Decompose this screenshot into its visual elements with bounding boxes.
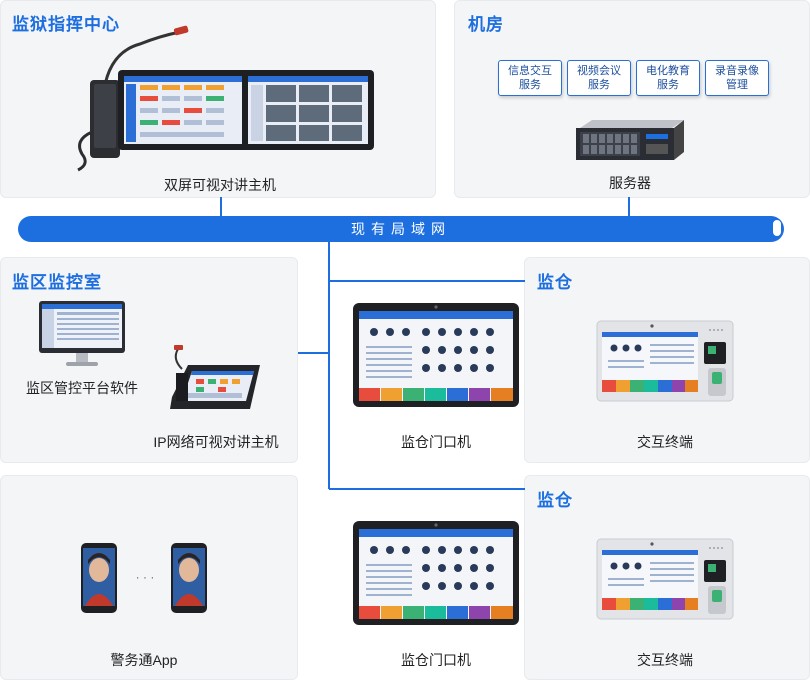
dual-screen-intercom-host — [77, 25, 374, 172]
lan-bus: 现有局域网 — [18, 216, 784, 242]
bus-end-cap — [772, 219, 782, 237]
cell1-door-unit — [353, 303, 519, 407]
phones-ellipsis: · · · — [135, 570, 155, 584]
monitor-room-link — [298, 352, 329, 354]
police-app-label: 警务通App — [110, 652, 178, 668]
dual-screen-host-label: 双屏可视对讲主机 — [164, 177, 276, 193]
cell1-link — [329, 280, 525, 282]
recording-management-service: 录音录像管理 — [705, 60, 769, 96]
cell1-interaction-terminal — [596, 320, 734, 402]
machine-room-title: 机房 — [468, 15, 504, 34]
cell1-door-unit-label: 监仓门口机 — [401, 434, 471, 450]
ip-intercom-host-label: IP网络可视对讲主机 — [153, 434, 279, 450]
machine-room-panel — [454, 0, 810, 198]
ip-video-intercom-host — [170, 345, 260, 409]
lan-label: 现有局域网 — [351, 221, 451, 237]
management-software-label: 监区管控平台软件 — [26, 380, 138, 396]
server-device — [576, 120, 684, 160]
cell2-terminal-label: 交互终端 — [637, 652, 693, 668]
monitor-room-title: 监区监控室 — [12, 273, 102, 292]
e-education-service: 电化教育服务 — [636, 60, 700, 96]
command-center-link — [220, 197, 222, 217]
trunk-line — [328, 241, 330, 489]
cell2-interaction-terminal — [596, 538, 734, 620]
phone-left — [81, 543, 117, 613]
cell2-link — [329, 488, 525, 490]
server-label: 服务器 — [609, 175, 651, 191]
info-exchange-service: 信息交互服务 — [498, 60, 562, 96]
command-center-title: 监狱指挥中心 — [12, 15, 120, 34]
phone-right — [171, 543, 207, 613]
video-conference-service: 视频会议服务 — [567, 60, 631, 96]
monitor-room-panel — [0, 257, 298, 463]
cell1-title: 监仓 — [537, 273, 573, 292]
management-platform-monitor — [39, 301, 125, 366]
cell2-title: 监仓 — [537, 491, 573, 510]
cell2-door-unit — [353, 521, 519, 625]
machine-room-link — [628, 197, 630, 217]
cell1-terminal-label: 交互终端 — [637, 434, 693, 450]
cell2-door-unit-label: 监仓门口机 — [401, 652, 471, 668]
